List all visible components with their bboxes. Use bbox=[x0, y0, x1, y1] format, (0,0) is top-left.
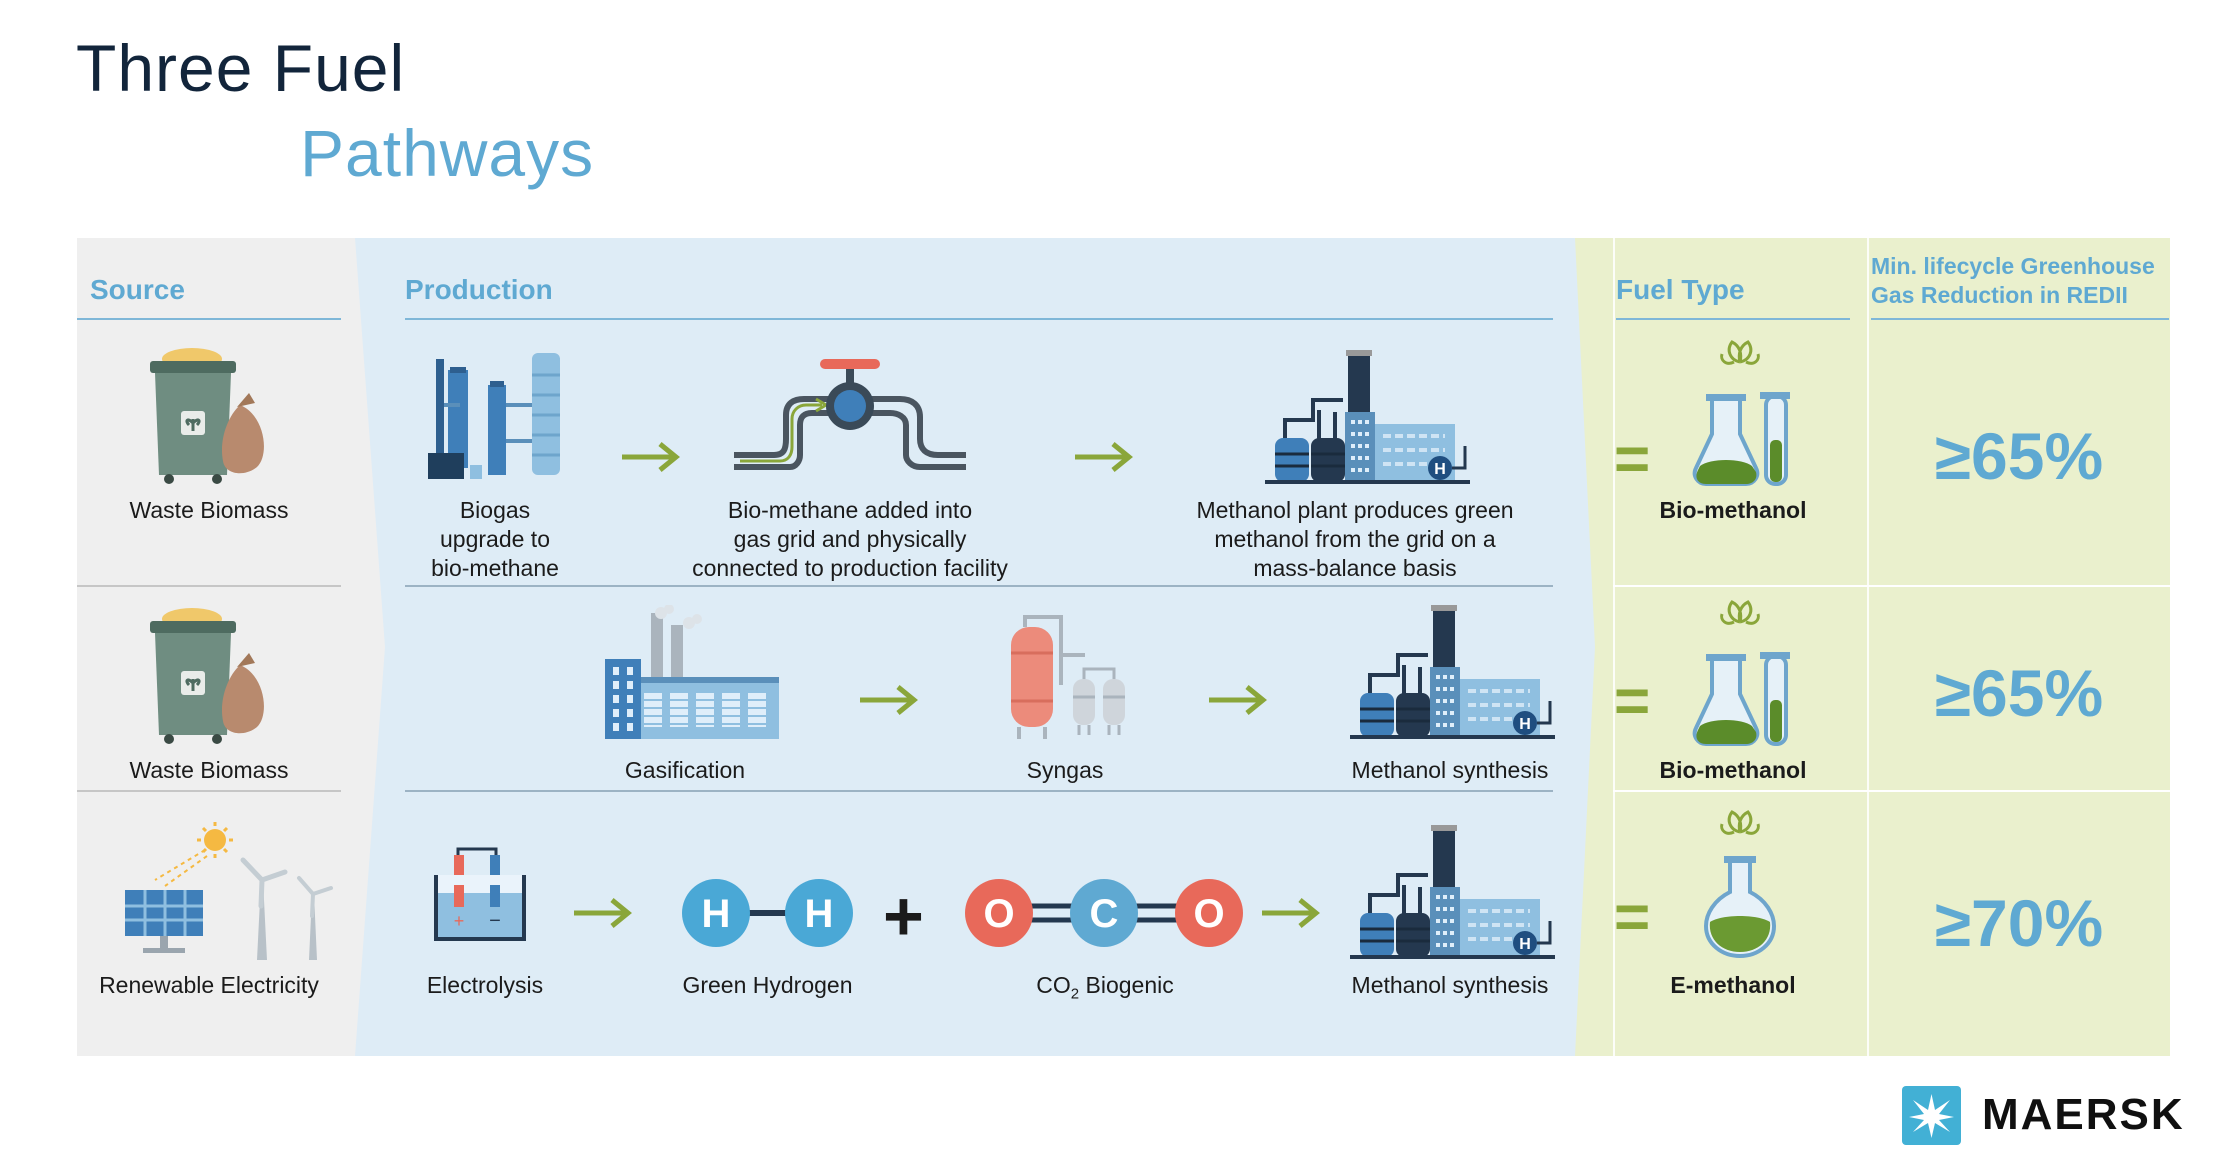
svg-text:H: H bbox=[1434, 461, 1446, 478]
arrow-right-icon bbox=[860, 685, 918, 715]
svg-text:H: H bbox=[1519, 716, 1531, 733]
step-label-r3-1: Electrolysis bbox=[426, 972, 544, 998]
step-line: bio-methane bbox=[431, 555, 559, 581]
hydrogen-molecule-icon: H H bbox=[682, 879, 853, 947]
step-label-r2-2: Syngas bbox=[1026, 757, 1104, 783]
source-row-divider-1 bbox=[77, 585, 341, 587]
production-header: Production bbox=[405, 274, 553, 305]
step-line: methanol from the grid on a bbox=[1214, 526, 1496, 552]
step-label-r3-3: Methanol synthesis bbox=[1351, 972, 1549, 998]
svg-text:H: H bbox=[1519, 936, 1531, 953]
source-header: Source bbox=[90, 274, 185, 305]
ghg-col-divider bbox=[1867, 238, 1869, 1056]
equals-sign: = bbox=[1614, 883, 1651, 952]
arrow-right-icon bbox=[574, 898, 632, 928]
arrow-right-icon bbox=[1209, 685, 1267, 715]
step-label-r3-2: Green Hydrogen bbox=[682, 972, 853, 998]
svg-text:+: + bbox=[454, 911, 465, 931]
fuel-label-row2: Bio-methanol bbox=[1659, 757, 1807, 783]
production-header-rule bbox=[405, 318, 1553, 320]
fuel-row-divider-1 bbox=[1613, 585, 2170, 587]
step-line: mass-balance basis bbox=[1253, 555, 1457, 581]
fuel-label-row3: E-methanol bbox=[1670, 972, 1796, 998]
step-label-r1-1: Biogas upgrade to bio-methane bbox=[410, 496, 580, 583]
methanol-plant-icon: H bbox=[1265, 350, 1470, 484]
oxygen-atom-left: O bbox=[983, 892, 1014, 936]
co2-label-rest: Biogenic bbox=[1079, 972, 1174, 998]
page-title-line1: Three Fuel bbox=[76, 31, 406, 105]
arrow-right-icon bbox=[1262, 898, 1320, 928]
source-label-row2: Waste Biomass bbox=[129, 757, 289, 783]
step-line: gas grid and physically bbox=[733, 526, 967, 552]
brand-wordmark: MAERSK bbox=[1982, 1090, 2185, 1139]
star-icon bbox=[1909, 1094, 1954, 1138]
hydrogen-atom-left: H bbox=[702, 892, 731, 936]
co2-label-subscript: 2 bbox=[1070, 985, 1080, 1003]
renewable-electricity-icon bbox=[125, 822, 333, 960]
methanol-plant-icon: H bbox=[1350, 825, 1555, 959]
maersk-logo bbox=[1902, 1086, 1961, 1145]
step-line: upgrade to bbox=[440, 526, 550, 552]
source-header-rule bbox=[77, 318, 341, 320]
syngas-tanks-icon bbox=[1011, 615, 1125, 739]
waste-bin-icon bbox=[150, 348, 264, 484]
gasification-factory-icon bbox=[605, 605, 779, 739]
source-label-row3: Renewable Electricity bbox=[99, 972, 319, 998]
ghg-reduction-row3: ≥70% bbox=[1934, 886, 2104, 960]
equals-sign: = bbox=[1614, 425, 1651, 494]
fuel-type-header: Fuel Type bbox=[1616, 274, 1745, 305]
carbon-atom: C bbox=[1090, 892, 1119, 936]
co2-molecule-icon: O C O bbox=[965, 879, 1243, 947]
step-label-r2-3: Methanol synthesis bbox=[1351, 757, 1549, 783]
oxygen-atom-right: O bbox=[1193, 892, 1224, 936]
ghg-header-line2: Gas Reduction in REDII bbox=[1871, 282, 2128, 308]
step-line: Bio-methane added into bbox=[727, 497, 973, 523]
equals-sign: = bbox=[1614, 667, 1651, 736]
ghg-reduction-row2: ≥65% bbox=[1934, 656, 2104, 730]
fuel-row-divider-2 bbox=[1613, 790, 2170, 792]
step-label-r1-3: Methanol plant produces green methanol f… bbox=[1160, 496, 1550, 583]
biogas-upgrade-icon bbox=[428, 353, 560, 479]
svg-text:−: − bbox=[489, 910, 501, 932]
ghg-reduction-row1: ≥65% bbox=[1934, 419, 2104, 493]
fuel-header-rule bbox=[1616, 318, 1850, 320]
production-row-divider-2 bbox=[405, 790, 1553, 792]
arrow-right-icon bbox=[1075, 442, 1133, 472]
test-tubes-icon bbox=[1692, 340, 1790, 486]
plus-sign: + bbox=[883, 877, 924, 955]
gas-grid-pipe-icon bbox=[734, 359, 966, 470]
hydrogen-atom-right: H bbox=[805, 892, 834, 936]
fuel-col-divider bbox=[1613, 238, 1615, 1056]
waste-bin-icon bbox=[150, 608, 264, 744]
ghg-header-rule bbox=[1871, 318, 2169, 320]
step-line: connected to production facility bbox=[692, 555, 1008, 581]
electrolysis-icon: + − bbox=[434, 847, 526, 941]
methanol-plant-icon: H bbox=[1350, 605, 1555, 739]
step-label-r1-2: Bio-methane added into gas grid and phys… bbox=[640, 496, 1060, 583]
production-row-divider-1 bbox=[405, 585, 1553, 587]
source-label-row1: Waste Biomass bbox=[129, 497, 289, 523]
step-line: Biogas bbox=[459, 497, 531, 523]
ghg-header-line1: Min. lifecycle Greenhouse bbox=[1871, 253, 2155, 279]
arrow-right-icon bbox=[622, 442, 680, 472]
source-row-divider-2 bbox=[77, 790, 341, 792]
flask-icon bbox=[1703, 810, 1777, 959]
co2-label-main: CO bbox=[1036, 972, 1071, 998]
page-title-line2: Pathways bbox=[300, 116, 595, 190]
step-line: Methanol plant produces green bbox=[1196, 497, 1514, 523]
test-tubes-icon bbox=[1692, 600, 1790, 746]
fuel-label-row1: Bio-methanol bbox=[1659, 497, 1807, 523]
step-label-r2-1: Gasification bbox=[624, 757, 746, 783]
co2-biogenic-label: CO2 Biogenic bbox=[1000, 971, 1210, 1009]
